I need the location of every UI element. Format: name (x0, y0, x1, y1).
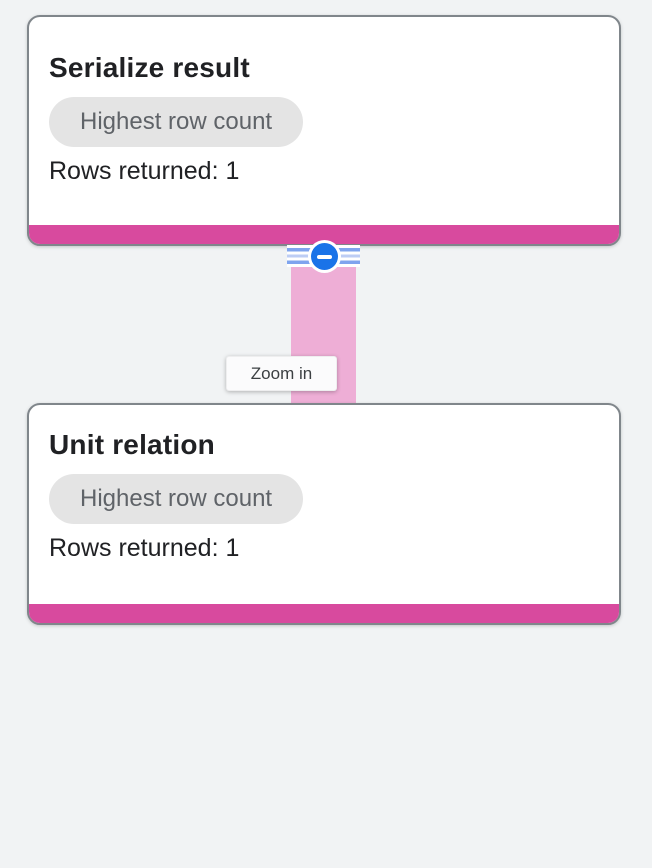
rows-returned-label: Rows returned: 1 (49, 534, 240, 562)
tooltip-label: Zoom in (250, 363, 313, 383)
highest-row-count-badge: Highest row count (49, 474, 304, 524)
minus-glyph (317, 254, 332, 259)
node-content: Serialize result Highest row count Rows … (29, 17, 619, 186)
badge-label: Highest row count (80, 108, 273, 135)
rows-returned-label: Rows returned: 1 (49, 157, 240, 185)
graph-node-serialize-result[interactable]: Serialize result Highest row count Rows … (27, 15, 621, 246)
node-accent-bar (29, 604, 619, 623)
node-accent-bar (29, 225, 619, 244)
collapse-edge-button[interactable] (308, 240, 341, 273)
highest-row-count-badge: Highest row count (49, 97, 304, 147)
node-title: Serialize result (49, 52, 250, 83)
badge-label: Highest row count (80, 485, 273, 512)
zoom-in-tooltip: Zoom in (226, 356, 337, 391)
node-title: Unit relation (49, 429, 215, 460)
node-content: Unit relation Highest row count Rows ret… (29, 405, 619, 563)
graph-node-unit-relation[interactable]: Unit relation Highest row count Rows ret… (27, 403, 621, 625)
minus-circle-icon (311, 243, 338, 270)
